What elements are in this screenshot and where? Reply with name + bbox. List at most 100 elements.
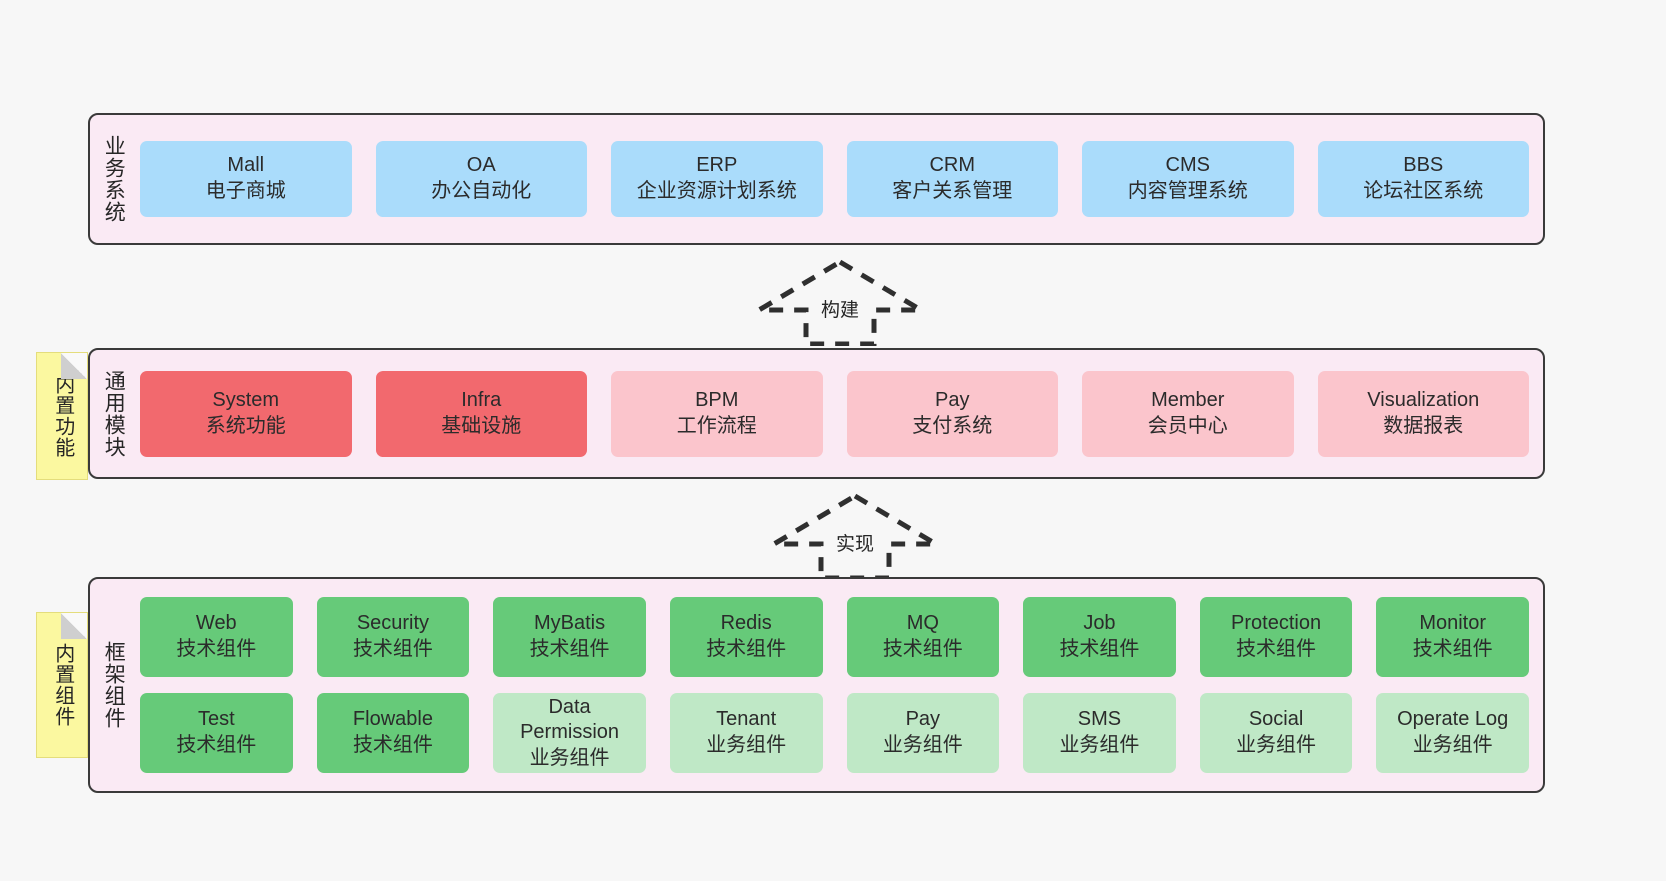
node-title: Flowable bbox=[352, 708, 433, 731]
node-subtitle: 会员中心 bbox=[1147, 414, 1228, 437]
node-infra[interactable]: Infra 基础设施 bbox=[375, 370, 587, 457]
node-subtitle: 技术组件 bbox=[706, 638, 787, 660]
node-pay-component[interactable]: Pay 业务组件 bbox=[846, 693, 1000, 773]
layer-row: Mall 电子商城 OA 办公自动化 ERP 企业资源计划系统 CRM 客户关系… bbox=[140, 141, 1529, 217]
node-cms[interactable]: CMS 内容管理系统 bbox=[1082, 141, 1294, 217]
node-subtitle: 技术组件 bbox=[1412, 638, 1493, 660]
node-mq[interactable]: MQ 技术组件 bbox=[846, 597, 1000, 677]
node-redis[interactable]: Redis 技术组件 bbox=[669, 597, 823, 677]
node-title: Member bbox=[1151, 388, 1225, 411]
node-title: Redis bbox=[720, 612, 772, 635]
node-pay[interactable]: Pay 支付系统 bbox=[846, 370, 1058, 457]
node-subtitle: 客户关系管理 bbox=[892, 180, 1013, 202]
note-label: 内置功能 bbox=[51, 374, 74, 458]
node-title: Social bbox=[1248, 708, 1304, 731]
node-title: CRM bbox=[929, 154, 976, 177]
node-subtitle: 技术组件 bbox=[176, 638, 257, 660]
node-member[interactable]: Member 会员中心 bbox=[1082, 370, 1294, 457]
node-title: Tenant bbox=[716, 708, 777, 731]
node-subtitle: 工作流程 bbox=[676, 414, 757, 437]
node-title: Test bbox=[197, 708, 235, 731]
node-title: CMS bbox=[1165, 154, 1210, 177]
node-flowable[interactable]: Flowable 技术组件 bbox=[316, 693, 470, 773]
node-title: Web bbox=[195, 612, 237, 635]
node-crm[interactable]: CRM 客户关系管理 bbox=[846, 141, 1058, 217]
node-mall[interactable]: Mall 电子商城 bbox=[140, 141, 352, 217]
node-monitor[interactable]: Monitor 技术组件 bbox=[1376, 597, 1529, 677]
layer-row: Web 技术组件 Security 技术组件 MyBatis 技术组件 Redi… bbox=[140, 597, 1529, 677]
note-label: 内置组件 bbox=[51, 643, 74, 727]
node-system[interactable]: System 系统功能 bbox=[140, 370, 352, 457]
node-title: Mall bbox=[227, 154, 265, 177]
node-subtitle: 业务组件 bbox=[1059, 734, 1140, 756]
node-title: Pay bbox=[935, 388, 970, 411]
node-tenant[interactable]: Tenant 业务组件 bbox=[669, 693, 823, 773]
layer-title-business: 业务系统 bbox=[102, 135, 126, 223]
node-subtitle: 技术组件 bbox=[1059, 638, 1140, 660]
layer-row: Test 技术组件 Flowable 技术组件 Data Permission … bbox=[140, 693, 1529, 773]
layer-title-framework: 框架组件 bbox=[102, 641, 126, 729]
node-test[interactable]: Test 技术组件 bbox=[140, 693, 293, 773]
node-title: System bbox=[212, 388, 280, 411]
note-builtin-components: 内置组件 bbox=[36, 612, 88, 758]
node-subtitle: 支付系统 bbox=[912, 414, 993, 437]
node-subtitle: 业务组件 bbox=[529, 746, 610, 769]
node-erp[interactable]: ERP 企业资源计划系统 bbox=[611, 141, 823, 217]
node-title: Infra bbox=[461, 388, 502, 411]
node-title: Security bbox=[356, 612, 430, 635]
layer-body-modules: System 系统功能 Infra 基础设施 BPM 工作流程 Pay 支付系统… bbox=[136, 350, 1543, 477]
node-data-permission[interactable]: Data Permission 业务组件 bbox=[493, 693, 646, 773]
node-subtitle: 业务组件 bbox=[706, 734, 787, 756]
node-title: MyBatis bbox=[534, 612, 606, 635]
node-social[interactable]: Social 业务组件 bbox=[1199, 693, 1353, 773]
node-subtitle: 业务组件 bbox=[1412, 734, 1493, 756]
layer-title-modules: 通用模块 bbox=[102, 369, 126, 458]
node-title: Pay bbox=[905, 708, 941, 731]
node-title: Monitor bbox=[1419, 612, 1487, 635]
node-visualization[interactable]: Visualization 数据报表 bbox=[1317, 370, 1529, 457]
node-subtitle: 企业资源计划系统 bbox=[636, 180, 797, 202]
node-subtitle: 技术组件 bbox=[176, 734, 257, 756]
node-title: BBS bbox=[1403, 154, 1444, 177]
node-subtitle: 业务组件 bbox=[1236, 734, 1317, 756]
node-title: SMS bbox=[1077, 708, 1122, 731]
node-subtitle: 电子商城 bbox=[205, 180, 286, 202]
layer-row: System 系统功能 Infra 基础设施 BPM 工作流程 Pay 支付系统… bbox=[140, 370, 1529, 457]
node-title: MQ bbox=[906, 612, 939, 635]
node-web[interactable]: Web 技术组件 bbox=[140, 597, 293, 677]
node-title: Visualization bbox=[1367, 388, 1480, 411]
note-builtin-features: 内置功能 bbox=[36, 352, 88, 480]
node-security[interactable]: Security 技术组件 bbox=[316, 597, 470, 677]
node-subtitle: 办公自动化 bbox=[431, 180, 532, 202]
node-protection[interactable]: Protection 技术组件 bbox=[1199, 597, 1353, 677]
node-subtitle: 技术组件 bbox=[352, 734, 433, 756]
node-title: Protection bbox=[1231, 612, 1322, 635]
node-subtitle: 业务组件 bbox=[882, 734, 963, 756]
layer-body-framework: Web 技术组件 Security 技术组件 MyBatis 技术组件 Redi… bbox=[136, 579, 1543, 791]
node-title: Data Permission bbox=[520, 695, 620, 744]
node-job[interactable]: Job 技术组件 bbox=[1023, 597, 1176, 677]
node-title: Job bbox=[1083, 612, 1116, 635]
node-title: OA bbox=[466, 154, 496, 177]
node-subtitle: 技术组件 bbox=[882, 638, 963, 660]
node-sms[interactable]: SMS 业务组件 bbox=[1023, 693, 1176, 773]
node-subtitle: 论坛社区系统 bbox=[1363, 180, 1484, 202]
node-subtitle: 技术组件 bbox=[1236, 638, 1317, 660]
node-subtitle: 内容管理系统 bbox=[1127, 180, 1248, 202]
node-bpm[interactable]: BPM 工作流程 bbox=[611, 370, 823, 457]
node-title: Operate Log bbox=[1397, 708, 1509, 731]
node-operate-log[interactable]: Operate Log 业务组件 bbox=[1376, 693, 1529, 773]
node-subtitle: 基础设施 bbox=[441, 414, 522, 437]
node-oa[interactable]: OA 办公自动化 bbox=[375, 141, 587, 217]
layer-framework-components: 框架组件 Web 技术组件 Security 技术组件 MyBatis 技术组件… bbox=[88, 577, 1545, 793]
node-title: BPM bbox=[695, 388, 739, 411]
node-mybatis[interactable]: MyBatis 技术组件 bbox=[493, 597, 646, 677]
node-bbs[interactable]: BBS 论坛社区系统 bbox=[1317, 141, 1529, 217]
node-subtitle: 数据报表 bbox=[1383, 414, 1464, 437]
node-subtitle: 技术组件 bbox=[529, 638, 610, 660]
layer-common-modules: 通用模块 System 系统功能 Infra 基础设施 BPM 工作流程 Pay… bbox=[88, 348, 1545, 479]
arrow-build-up-icon: 构建 bbox=[755, 258, 925, 346]
node-subtitle: 系统功能 bbox=[205, 414, 286, 437]
layer-business-systems: 业务系统 Mall 电子商城 OA 办公自动化 ERP 企业资源计划系统 CRM… bbox=[88, 113, 1545, 245]
